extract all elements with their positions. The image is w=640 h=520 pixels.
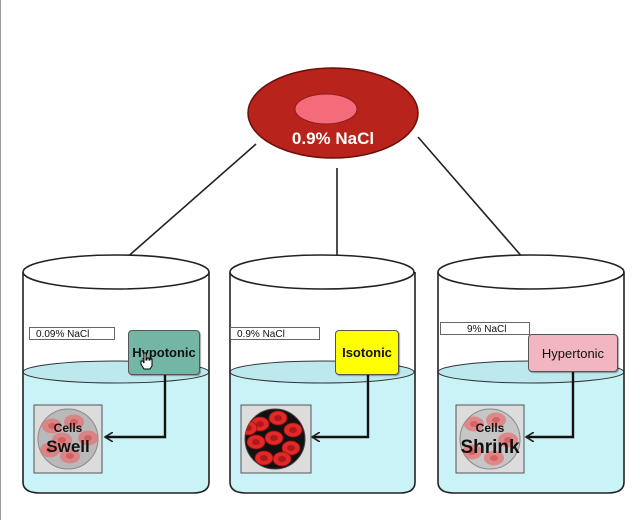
cell-image-isotonic <box>240 404 312 474</box>
cell-image-hypertonic: Cells Shrink <box>455 404 525 474</box>
concentration-label-hypotonic: 0.09% NaCl <box>29 327 115 340</box>
beaker-rim-isotonic <box>229 254 415 290</box>
connector-hypertonic <box>526 372 575 437</box>
concentration-label-isotonic: 0.9% NaCl <box>230 327 320 340</box>
isotonic-button-label: Isotonic <box>342 345 392 360</box>
beaker-rim-hypertonic <box>437 254 625 290</box>
isotonic-button[interactable]: Isotonic <box>335 330 399 375</box>
source-label: 0.9% NaCl <box>292 129 374 148</box>
arrow-to-hypotonic <box>116 143 257 267</box>
left-border <box>0 0 1 520</box>
connector-hypotonic <box>105 375 167 437</box>
hypertonic-button[interactable]: Hypertonic <box>528 334 618 372</box>
source-cell-inner <box>294 93 358 125</box>
concentration-label-hypertonic: 9% NaCl <box>440 322 530 335</box>
hypotonic-button[interactable]: Hypotonic <box>128 330 200 375</box>
cell-label-line2-hypotonic: Swell <box>46 437 89 456</box>
connector-isotonic <box>312 375 370 437</box>
beaker-rim-hypotonic <box>22 254 210 290</box>
hypotonic-button-label: Hypotonic <box>132 345 196 360</box>
cell-label-line1-hypertonic: Cells <box>476 421 505 435</box>
source-cell: 0.9% NaCl <box>247 67 419 159</box>
cell-label-line1-hypotonic: Cells <box>54 421 83 435</box>
hypertonic-button-label: Hypertonic <box>541 345 605 361</box>
hand-pointer-icon <box>140 352 153 370</box>
cell-image-hypotonic: Cells Swell <box>33 404 103 474</box>
cell-label-line2-hypertonic: Shrink <box>460 437 520 458</box>
